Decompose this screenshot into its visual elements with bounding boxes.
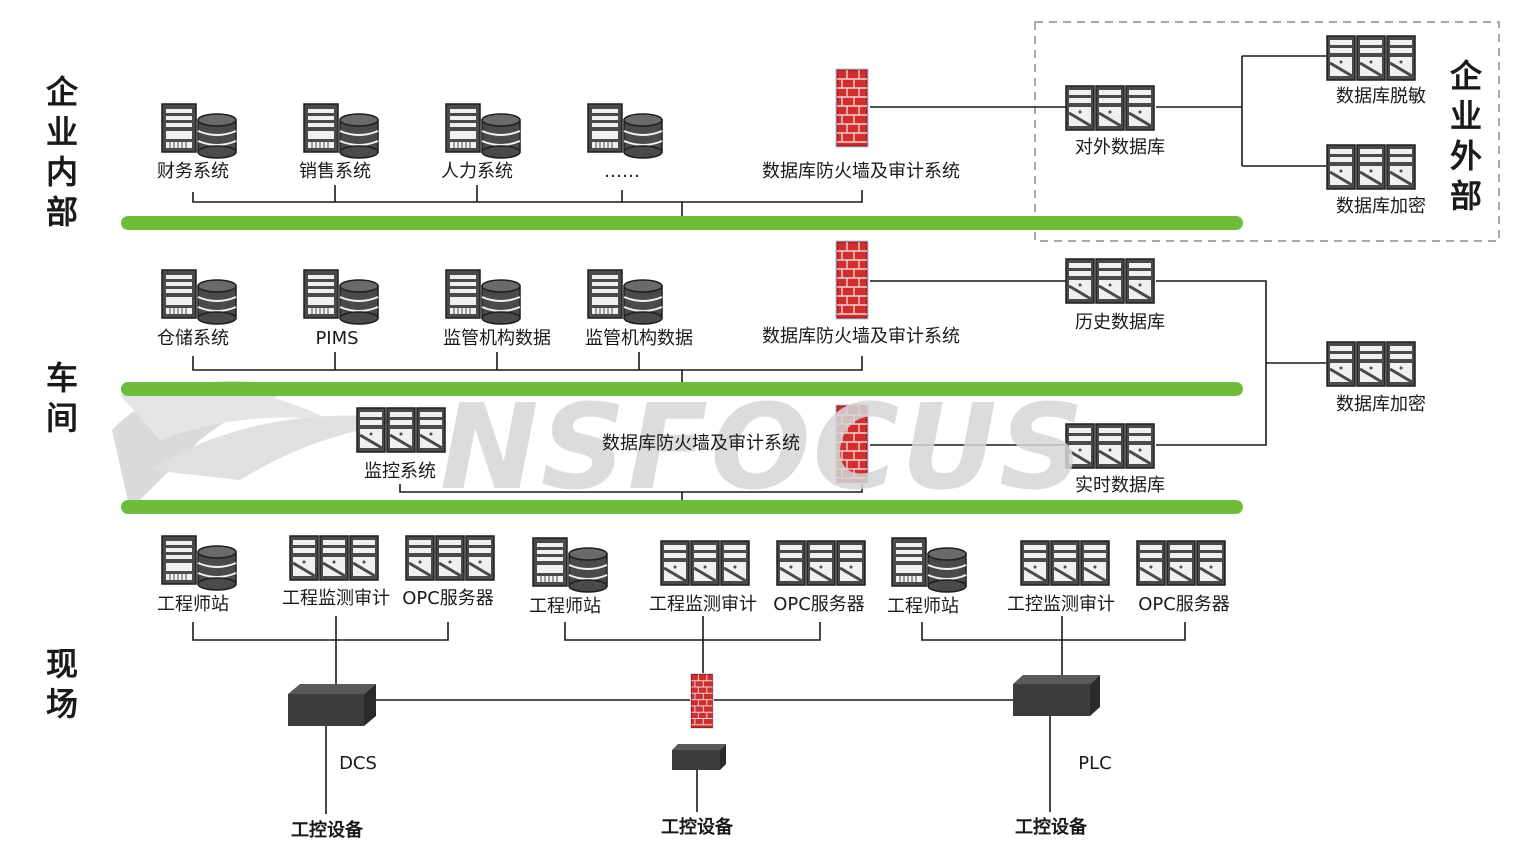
label-more: …… <box>604 161 640 182</box>
internal-firewall-icon <box>834 67 870 149</box>
watermark-text: NSFOCUS <box>440 378 1087 516</box>
label-audit1: 工程监测审计 <box>282 588 390 609</box>
audit2-server-icon <box>661 541 749 585</box>
opc3-server-icon <box>1137 541 1225 585</box>
label-regulator1: 监管机构数据 <box>443 328 551 349</box>
label-finance: 财务系统 <box>157 161 229 182</box>
label-pims: PIMS <box>315 328 359 349</box>
label-eng3: 工程师站 <box>887 596 959 617</box>
label-regulator2: 监管机构数据 <box>585 328 693 349</box>
connections <box>192 55 1326 814</box>
label-dcs: DCS <box>339 753 377 774</box>
audit1-server-icon <box>290 536 378 580</box>
label-external-db: 对外数据库 <box>1075 137 1165 158</box>
workshop-firewall-icon <box>834 239 870 321</box>
label-sales: 销售系统 <box>299 161 371 182</box>
label-hr: 人力系统 <box>441 161 513 182</box>
opc1-server-icon <box>406 536 494 580</box>
encrypt-db-icon <box>1327 145 1415 189</box>
field-firewall-icon <box>689 672 715 730</box>
storage-server-icon <box>161 269 237 325</box>
label-opc3: OPC服务器 <box>1138 594 1230 615</box>
audit3-server-icon <box>1021 541 1109 585</box>
pims-server-icon <box>303 269 379 325</box>
label-audit2: 工程监测审计 <box>649 594 757 615</box>
eng1-station-icon <box>161 535 237 591</box>
eng3-station-icon <box>891 537 967 593</box>
label-history-db: 历史数据库 <box>1075 312 1165 333</box>
monitor-server-icon <box>357 408 445 452</box>
label-workshop-encrypt: 数据库加密 <box>1336 394 1426 415</box>
label-device2: 工控设备 <box>661 817 733 838</box>
regulator2-server-icon <box>587 269 663 325</box>
zone-enterprise-internal: 企业内部 <box>45 73 78 231</box>
regulator1-server-icon <box>445 269 521 325</box>
plc-device-icon <box>1013 675 1100 716</box>
finance-server-icon <box>161 103 237 159</box>
enterprise-external-boundary <box>1034 21 1500 242</box>
label-device1: 工控设备 <box>291 820 363 841</box>
label-desensitize: 数据库脱敏 <box>1336 86 1426 107</box>
sales-server-icon <box>303 103 379 159</box>
external-db-icon <box>1066 86 1154 130</box>
dcs-device-icon <box>288 684 376 726</box>
label-realtime-db: 实时数据库 <box>1075 475 1165 496</box>
desensitize-db-icon <box>1327 36 1415 80</box>
label-storage: 仓储系统 <box>157 328 229 349</box>
label-internal-firewall: 数据库防火墙及审计系统 <box>762 161 960 182</box>
workshop-encrypt-db-icon <box>1327 342 1415 386</box>
opc2-server-icon <box>777 541 865 585</box>
zone-workshop: 车间 <box>45 359 78 437</box>
label-device3: 工控设备 <box>1015 817 1087 838</box>
label-eng1: 工程师站 <box>157 594 229 615</box>
more-server-icon <box>587 103 663 159</box>
zone-field: 现场 <box>45 645 78 723</box>
label-monitor-firewall: 数据库防火墙及审计系统 <box>602 433 800 454</box>
label-audit3: 工控监测审计 <box>1007 594 1115 615</box>
label-workshop-firewall: 数据库防火墙及审计系统 <box>762 326 960 347</box>
watermark-logo <box>112 381 420 510</box>
label-opc1: OPC服务器 <box>402 588 494 609</box>
label-opc2: OPC服务器 <box>773 594 865 615</box>
eng2-station-icon <box>532 537 608 593</box>
label-encrypt: 数据库加密 <box>1336 196 1426 217</box>
label-monitor: 监控系统 <box>364 461 436 482</box>
history-db-icon <box>1066 259 1154 303</box>
zone-enterprise-external: 企业外部 <box>1449 57 1482 215</box>
label-eng2: 工程师站 <box>529 596 601 617</box>
label-plc: PLC <box>1078 753 1112 774</box>
field-switch-icon <box>672 744 726 770</box>
hr-server-icon <box>445 103 521 159</box>
